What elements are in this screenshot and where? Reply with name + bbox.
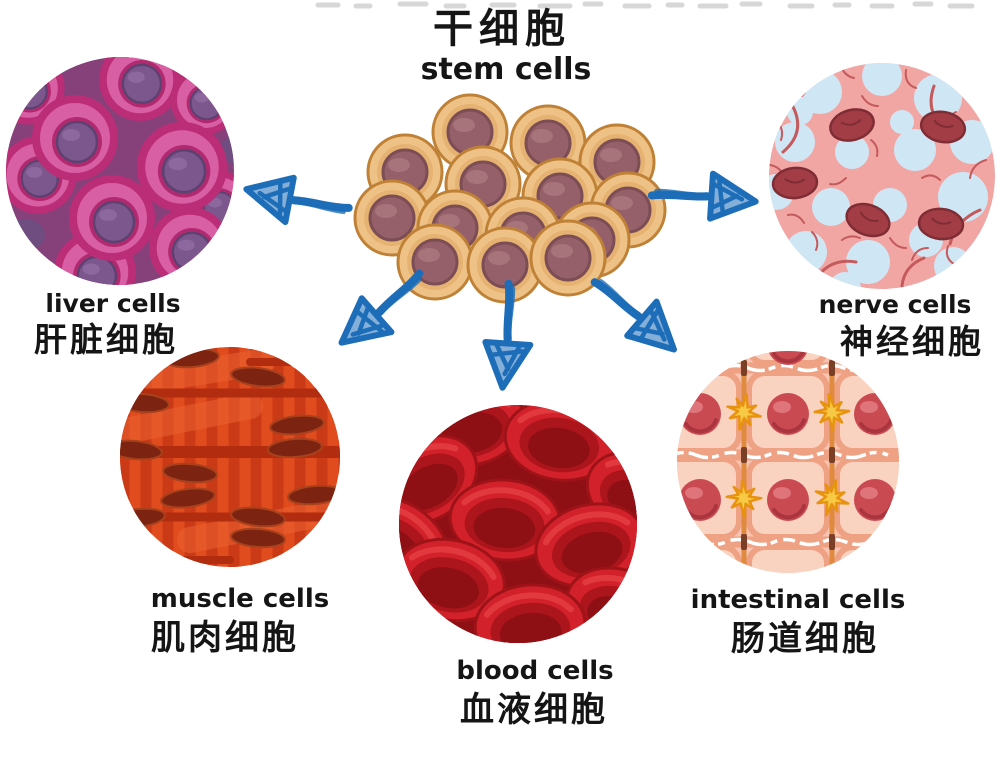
label-nerve-zh: 神经细胞 [840,322,984,361]
label-intestinal-zh: 肠道细胞 [731,619,879,659]
nerve-cells-illustration [769,63,995,289]
cropped-title-fragments [315,1,975,9]
label-muscle-en: muscle cells [150,584,330,614]
label-intestinal-en: intestinal cells [690,585,906,615]
arrow-to-liver [241,169,352,235]
blood-cells-illustration [399,405,637,643]
label-blood-zh: 血液细胞 [460,690,608,730]
arrow-to-nerve [650,169,758,223]
label-nerve-en: nerve cells [818,290,972,319]
label-liver-en: liver cells [45,289,181,318]
arrow-to-muscle [328,260,437,361]
liver-cells-illustration [6,57,234,285]
stem-cells-cluster [353,93,667,304]
title-zh: 干细胞 [433,6,571,52]
label-blood-en: blood cells [456,656,614,686]
title-en: stem cells [420,52,592,87]
label-liver-zh: 肝脏细胞 [34,320,178,359]
label-muscle-zh: 肌肉细胞 [151,618,299,658]
muscle-cells-illustration [120,347,340,567]
